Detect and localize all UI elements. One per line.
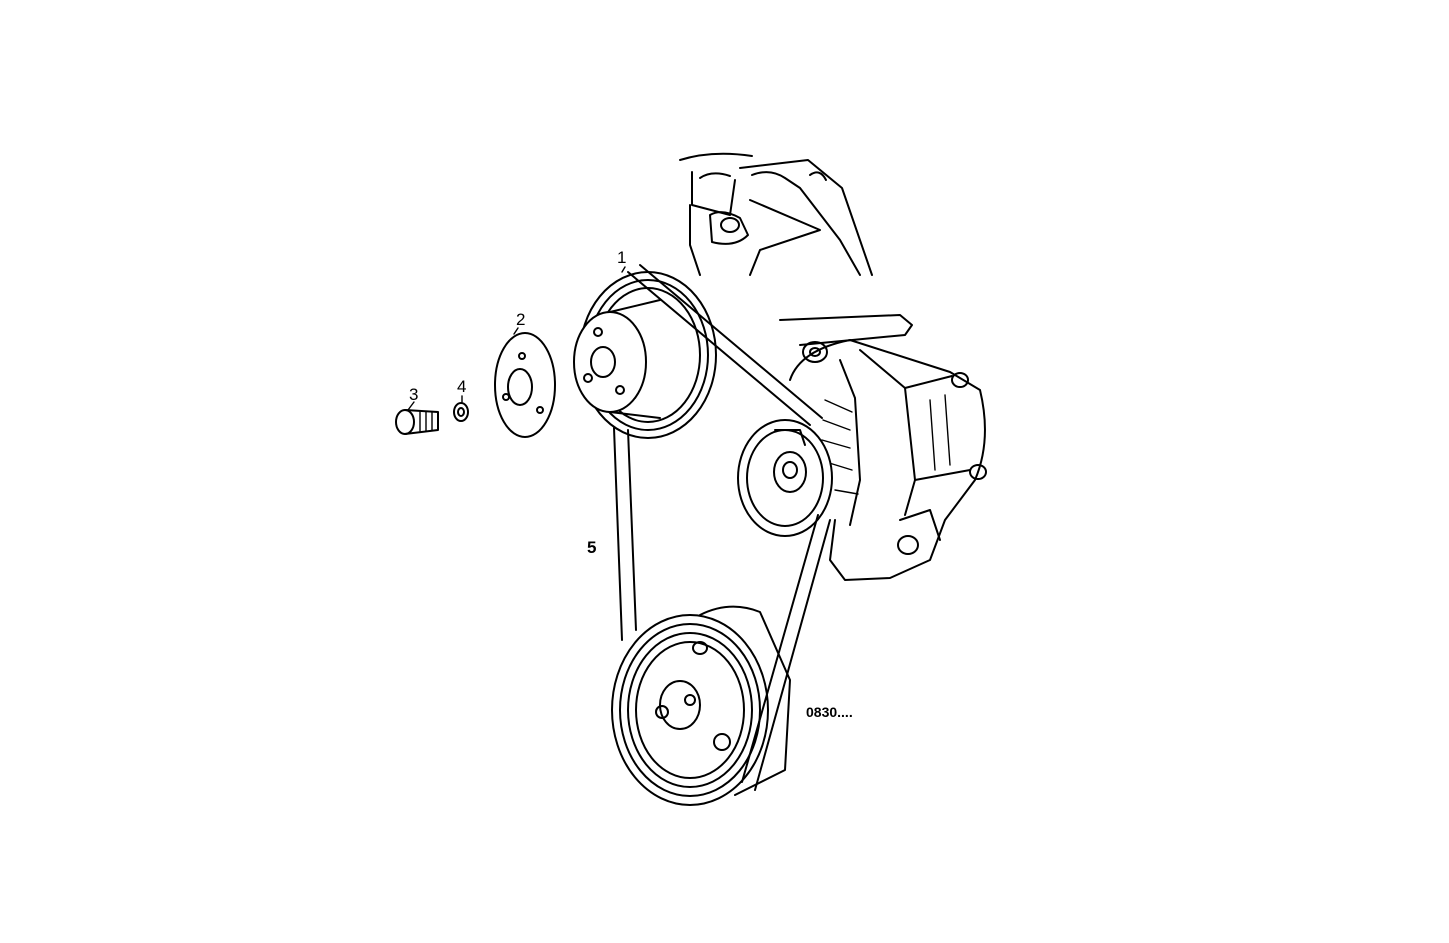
crankshaft-pulley <box>611 605 791 806</box>
callout-1: 1 <box>617 248 627 267</box>
lock-washer <box>453 402 469 422</box>
callout-2: 2 <box>516 310 526 329</box>
drawing-reference-code: 0830.... <box>806 704 853 720</box>
washer-plate <box>494 332 556 438</box>
leader-line-3 <box>407 401 415 411</box>
v-belt <box>613 264 831 791</box>
callout-4: 4 <box>457 377 467 396</box>
callout-5: 5 <box>587 538 597 557</box>
alternator <box>779 314 987 581</box>
water-pump-pulley <box>573 271 717 439</box>
engine-housing <box>679 152 873 276</box>
bolt <box>395 409 439 435</box>
callout-3: 3 <box>409 385 419 404</box>
leader-line-2 <box>513 327 519 335</box>
leader-line-1 <box>621 266 626 273</box>
alternator-pulley <box>737 419 833 537</box>
